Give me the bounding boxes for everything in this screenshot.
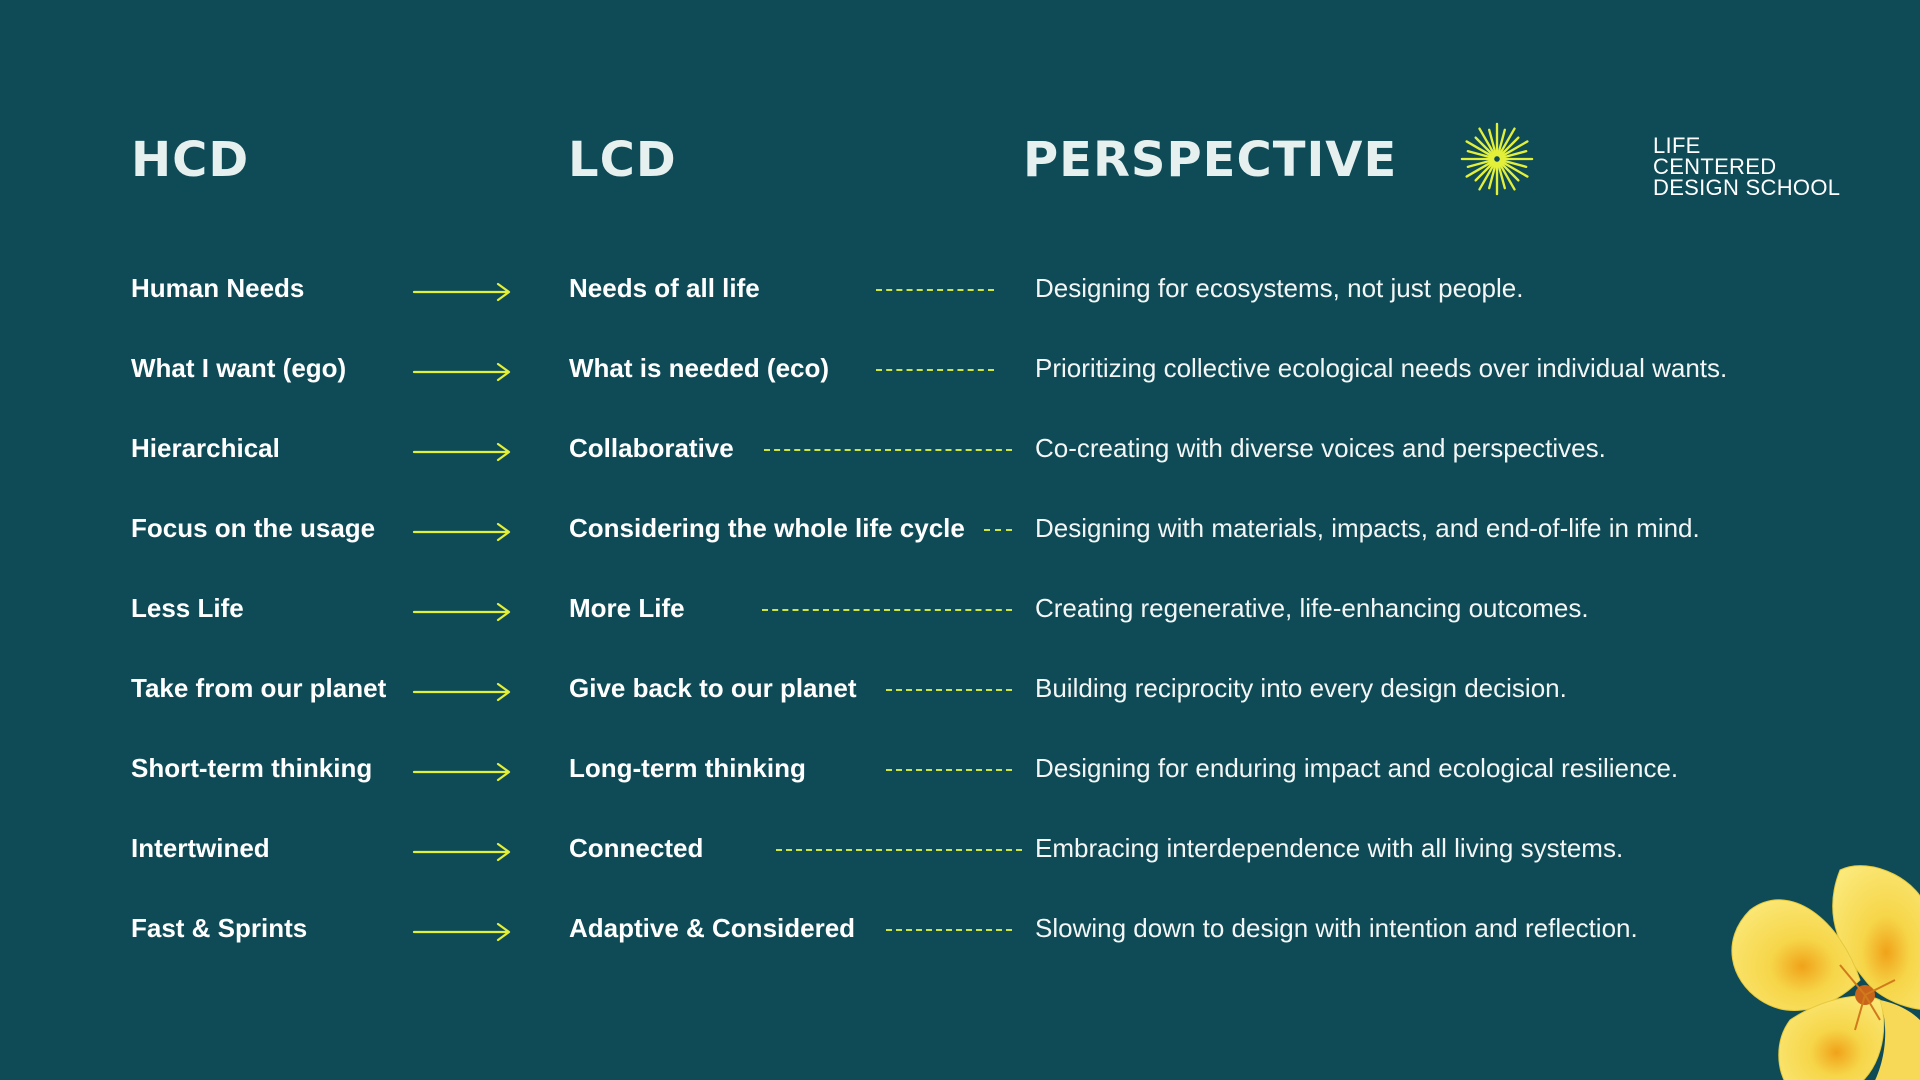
dashed-connector: [886, 689, 1012, 691]
hcd-item: What I want (ego): [131, 353, 347, 383]
dashed-connector: [886, 769, 1012, 771]
right-arrow-icon: [412, 522, 511, 542]
sun-ray: [1496, 161, 1506, 190]
heading-hcd: HCD: [131, 132, 250, 188]
right-arrow-icon: [412, 362, 511, 382]
sun-burst-icon: [1460, 122, 1534, 196]
logo-line-1: LIFE: [1653, 133, 1701, 158]
table-row: Hierarchical Collaborative Co-creating w…: [0, 425, 1920, 475]
logo-line-3: DESIGN SCHOOL: [1653, 175, 1841, 200]
perspective-item: Designing with materials, impacts, and e…: [1035, 513, 1700, 543]
hcd-item: Hierarchical: [131, 433, 280, 463]
lcd-item: Needs of all life: [569, 273, 760, 303]
sun-ray: [1465, 140, 1495, 159]
hcd-item: Fast & Sprints: [131, 913, 308, 943]
right-arrow-icon: [412, 842, 511, 862]
sun-ray: [1499, 159, 1529, 178]
sun-ray: [1474, 136, 1496, 158]
lcd-item: What is needed (eco): [569, 353, 830, 383]
hcd-item: Intertwined: [131, 833, 270, 863]
table-row: What I want (ego) What is needed (eco) P…: [0, 345, 1920, 395]
sun-ray: [1488, 161, 1498, 190]
yellow-flower-icon: [1731, 865, 1920, 1080]
table-row: Less Life More Life Creating regenerativ…: [0, 585, 1920, 635]
logo-life-centered-design-school: LIFE CENTERED DESIGN SCHOOL: [1653, 133, 1841, 200]
hcd-item: Take from our planet: [131, 673, 387, 703]
right-arrow-icon: [412, 922, 511, 942]
lcd-item: Adaptive & Considered: [569, 913, 856, 943]
dashed-connector: [876, 289, 994, 291]
sun-ray: [1466, 158, 1495, 168]
perspective-item: Slowing down to design with intention an…: [1035, 913, 1638, 943]
right-arrow-icon: [412, 442, 511, 462]
dashed-connector: [776, 849, 1022, 851]
sun-ray: [1499, 150, 1528, 160]
sun-ray: [1474, 160, 1496, 182]
heading-lcd: LCD: [568, 132, 677, 188]
dashed-connector: [762, 609, 1012, 611]
sun-ray: [1499, 140, 1529, 159]
sun-ray: [1466, 150, 1495, 160]
perspective-item: Co-creating with diverse voices and pers…: [1035, 433, 1606, 463]
sun-ray: [1497, 127, 1516, 157]
sun-ray: [1497, 161, 1516, 191]
table-row: Short-term thinking Long-term thinking D…: [0, 745, 1920, 795]
right-arrow-icon: [412, 762, 511, 782]
dashed-connector: [886, 929, 1012, 931]
lcd-item: Considering the whole life cycle: [569, 513, 965, 543]
sun-ray: [1478, 127, 1497, 157]
dashed-connector: [876, 369, 994, 371]
dashed-connector: [984, 529, 1012, 531]
lcd-item: Long-term thinking: [569, 753, 806, 783]
table-row: Intertwined Connected Embracing interdep…: [0, 825, 1920, 875]
sun-ray: [1465, 159, 1495, 178]
right-arrow-icon: [412, 282, 511, 302]
dashed-connector: [764, 449, 1012, 451]
hcd-item: Focus on the usage: [131, 513, 376, 543]
table-row: Fast & Sprints Adaptive & Considered Slo…: [0, 905, 1920, 955]
perspective-item: Designing for ecosystems, not just peopl…: [1035, 273, 1524, 303]
lcd-item: Connected: [569, 833, 704, 863]
logo-line-2: CENTERED: [1653, 154, 1777, 179]
lcd-item: More Life: [569, 593, 685, 623]
perspective-item: Creating regenerative, life-enhancing ou…: [1035, 593, 1589, 623]
sun-ray: [1488, 128, 1498, 157]
hcd-item: Short-term thinking: [131, 753, 373, 783]
perspective-item: Building reciprocity into every design d…: [1035, 673, 1567, 703]
sun-ray: [1496, 128, 1506, 157]
table-row: Take from our planet Give back to our pl…: [0, 665, 1920, 715]
hcd-item: Human Needs: [131, 273, 305, 303]
lcd-item: Collaborative: [569, 433, 734, 463]
perspective-item: Designing for enduring impact and ecolog…: [1035, 753, 1679, 783]
right-arrow-icon: [412, 682, 511, 702]
sun-ray: [1498, 136, 1520, 158]
perspective-item: Prioritizing collective ecological needs…: [1035, 353, 1728, 383]
lcd-item: Give back to our planet: [569, 673, 857, 703]
table-row: Human Needs Needs of all life Designing …: [0, 265, 1920, 315]
sun-ray: [1498, 160, 1520, 182]
sun-ray: [1478, 161, 1497, 191]
right-arrow-icon: [412, 602, 511, 622]
sun-ray: [1499, 158, 1528, 168]
table-row: Focus on the usage Considering the whole…: [0, 505, 1920, 555]
perspective-item: Embracing interdependence with all livin…: [1035, 833, 1624, 863]
hcd-item: Less Life: [131, 593, 244, 623]
heading-perspective: PERSPECTIVE: [1023, 132, 1398, 188]
